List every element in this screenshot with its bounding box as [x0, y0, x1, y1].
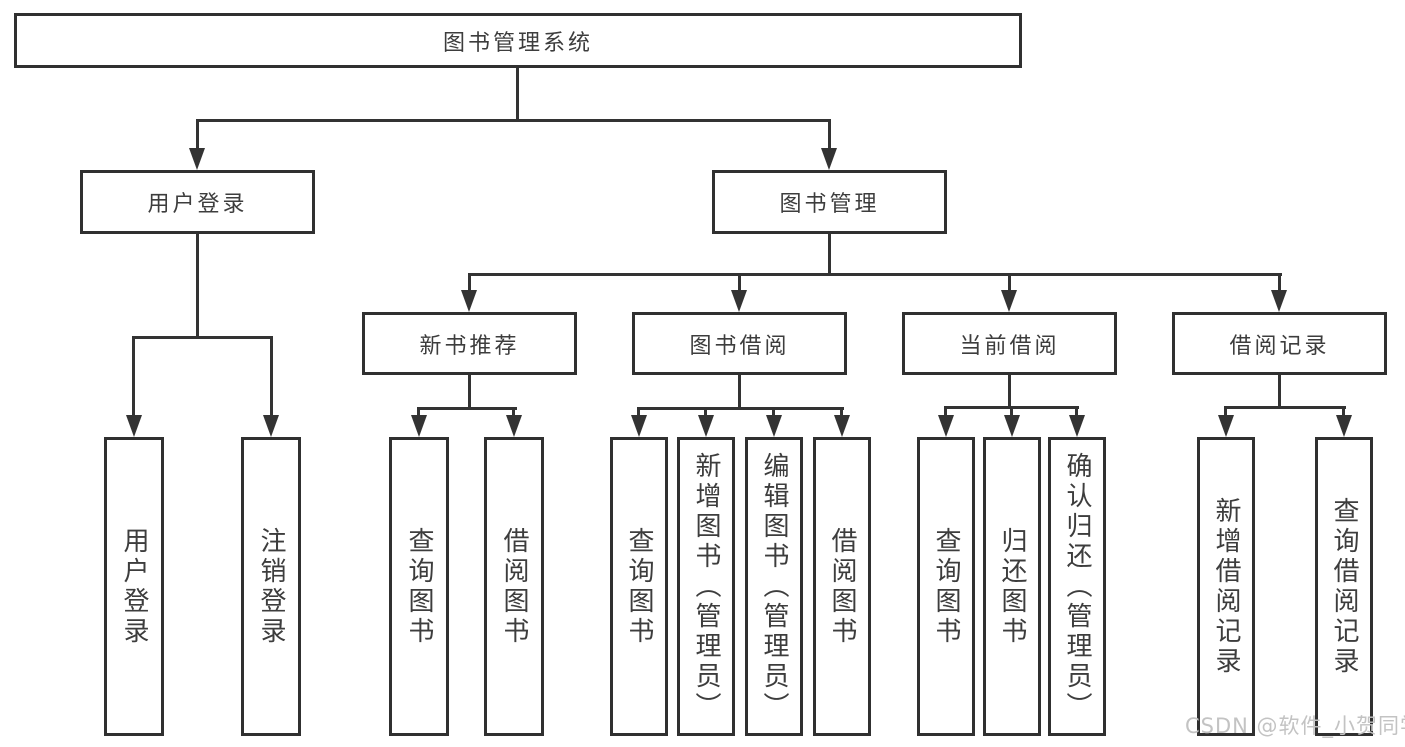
leaf-confirm-return-admin-label: 确认归还（管理员）: [1062, 451, 1092, 722]
connector-line: [270, 336, 273, 419]
connector-line: [1008, 375, 1011, 406]
leaf-logout-label: 注销登录: [256, 526, 286, 647]
leaf-borrow-book-b: 借阅图书: [813, 437, 871, 736]
leaf-edit-book-admin: 编辑图书（管理员）: [745, 437, 803, 736]
connector-line: [1075, 406, 1078, 418]
arrowhead-down: [821, 148, 837, 170]
arrowhead-down: [126, 415, 142, 437]
leaf-return-book: 归还图书: [983, 437, 1041, 736]
connector-line: [704, 407, 707, 418]
arrowhead-down: [698, 415, 714, 437]
connector-line: [1278, 273, 1281, 293]
arrowhead-down: [506, 415, 522, 437]
node-borrow-record: 借阅记录: [1172, 312, 1387, 375]
leaf-query-borrow-record-label: 查询借阅记录: [1329, 496, 1359, 677]
node-new-book-recommend-label: 新书推荐: [419, 333, 520, 359]
arrowhead-down: [461, 290, 477, 312]
connector-line: [132, 336, 273, 339]
arrowhead-down: [189, 148, 205, 170]
arrowhead-down: [834, 415, 850, 437]
connector-line: [1342, 406, 1345, 418]
connector-line: [637, 407, 844, 410]
node-current-borrow-label: 当前借阅: [959, 333, 1060, 359]
connector-line: [944, 406, 947, 418]
leaf-add-borrow-record: 新增借阅记录: [1197, 437, 1255, 736]
connector-line: [1278, 375, 1281, 406]
arrowhead-down: [731, 290, 747, 312]
connector-line: [637, 407, 640, 418]
connector-line: [828, 119, 831, 152]
connector-line: [772, 407, 775, 418]
leaf-query-book-c-label: 查询图书: [931, 526, 961, 647]
node-root-label: 图书管理系统: [442, 30, 593, 56]
leaf-edit-book-admin-label: 编辑图书（管理员）: [759, 451, 789, 722]
connector-line: [468, 273, 471, 293]
node-borrow-record-label: 借阅记录: [1229, 333, 1330, 359]
node-book-management: 图书管理: [712, 170, 947, 234]
node-root: 图书管理系统: [14, 13, 1022, 68]
connector-line: [196, 119, 199, 152]
connector-line: [840, 407, 843, 418]
leaf-return-book-label: 归还图书: [997, 526, 1027, 647]
leaf-user-login-label: 用户登录: [119, 526, 149, 647]
connector-line: [828, 234, 831, 273]
arrowhead-down: [411, 415, 427, 437]
connector-line: [1010, 406, 1013, 418]
watermark: CSDN @软件_小贺同学: [1185, 714, 1405, 738]
leaf-add-borrow-record-label: 新增借阅记录: [1211, 496, 1241, 677]
leaf-confirm-return-admin: 确认归还（管理员）: [1048, 437, 1106, 736]
connector-line: [468, 273, 1282, 276]
node-book-borrow: 图书借阅: [632, 312, 847, 375]
node-user-login: 用户登录: [80, 170, 315, 234]
arrowhead-down: [766, 415, 782, 437]
connector-line: [1224, 406, 1227, 418]
arrowhead-down: [1336, 415, 1352, 437]
connector-line: [1008, 273, 1011, 293]
connector-line: [417, 407, 420, 418]
leaf-query-book-c: 查询图书: [917, 437, 975, 736]
leaf-add-book-admin: 新增图书（管理员）: [677, 437, 735, 736]
arrowhead-down: [263, 415, 279, 437]
leaf-user-login: 用户登录: [104, 437, 164, 736]
leaf-query-book-b: 查询图书: [610, 437, 668, 736]
leaf-borrow-book-a-label: 借阅图书: [499, 526, 529, 647]
node-new-book-recommend: 新书推荐: [362, 312, 577, 375]
connector-line: [196, 234, 199, 336]
connector-line: [468, 375, 471, 407]
arrowhead-down: [938, 415, 954, 437]
leaf-query-book-a-label: 查询图书: [404, 526, 434, 647]
connector-line: [417, 407, 517, 410]
leaf-query-book-a: 查询图书: [389, 437, 449, 736]
connector-line: [738, 375, 741, 407]
node-book-management-label: 图书管理: [779, 192, 880, 217]
leaf-borrow-book-b-label: 借阅图书: [827, 526, 857, 647]
leaf-add-book-admin-label: 新增图书（管理员）: [691, 451, 721, 722]
connector-line: [132, 336, 135, 419]
node-book-borrow-label: 图书借阅: [689, 333, 790, 359]
connector-line: [738, 273, 741, 293]
node-current-borrow: 当前借阅: [902, 312, 1117, 375]
leaf-query-borrow-record: 查询借阅记录: [1315, 437, 1373, 736]
leaf-query-book-b-label: 查询图书: [624, 526, 654, 647]
connector-line: [512, 407, 515, 418]
arrowhead-down: [631, 415, 647, 437]
connector-line: [516, 68, 519, 119]
connector-line: [196, 119, 831, 122]
node-user-login-label: 用户登录: [147, 192, 248, 217]
arrowhead-down: [1004, 415, 1020, 437]
leaf-borrow-book-a: 借阅图书: [484, 437, 544, 736]
arrowhead-down: [1069, 415, 1085, 437]
arrowhead-down: [1271, 290, 1287, 312]
arrowhead-down: [1218, 415, 1234, 437]
arrowhead-down: [1001, 290, 1017, 312]
connector-line: [1224, 406, 1346, 409]
leaf-logout: 注销登录: [241, 437, 301, 736]
